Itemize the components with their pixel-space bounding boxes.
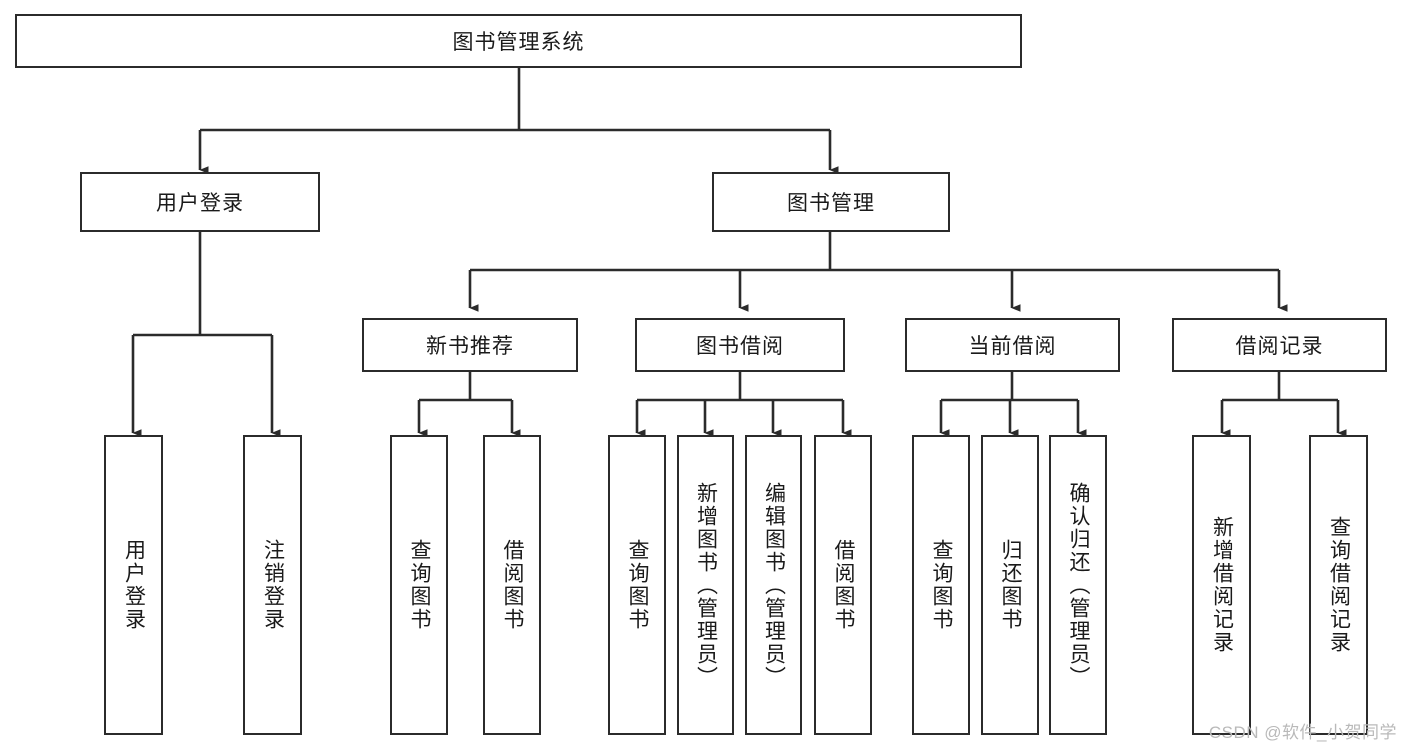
- node-borrow-record[interactable]: 借阅记录: [1172, 318, 1387, 372]
- node-leaf-query-book-1[interactable]: 查询图书: [390, 435, 448, 735]
- node-leaf-query-book-3[interactable]: 查询图书: [912, 435, 970, 735]
- node-book-borrow[interactable]: 图书借阅: [635, 318, 845, 372]
- node-leaf-return-book[interactable]: 归还图书: [981, 435, 1039, 735]
- node-new-book-recommend[interactable]: 新书推荐: [362, 318, 578, 372]
- node-current-borrow[interactable]: 当前借阅: [905, 318, 1120, 372]
- node-borrow-record-label: 借阅记录: [1235, 335, 1324, 358]
- node-root[interactable]: 图书管理系统: [15, 14, 1022, 68]
- node-root-label: 图书管理系统: [452, 31, 585, 54]
- node-leaf-confirm-return[interactable]: 确认归还（管理员）: [1049, 435, 1107, 735]
- node-leaf-query-record[interactable]: 查询借阅记录: [1309, 435, 1368, 735]
- node-user-login[interactable]: 用户登录: [80, 172, 320, 232]
- node-leaf-query-book-1-label: 查询图书: [408, 539, 432, 631]
- node-leaf-borrow-book-2-label: 借阅图书: [832, 539, 856, 631]
- node-leaf-borrow-book-1-label: 借阅图书: [501, 539, 525, 631]
- node-leaf-edit-book-label: 编辑图书（管理员）: [762, 481, 786, 689]
- node-leaf-logout-login-label: 注销登录: [261, 539, 285, 631]
- node-leaf-user-login-label: 用户登录: [122, 539, 146, 631]
- node-book-manage[interactable]: 图书管理: [712, 172, 950, 232]
- node-new-book-recommend-label: 新书推荐: [426, 335, 514, 358]
- node-leaf-user-login[interactable]: 用户登录: [104, 435, 163, 735]
- node-leaf-borrow-book-1[interactable]: 借阅图书: [483, 435, 541, 735]
- node-leaf-query-book-3-label: 查询图书: [930, 539, 954, 631]
- node-leaf-logout-login[interactable]: 注销登录: [243, 435, 302, 735]
- csdn-watermark: CSDN @软件_小贺同学: [1208, 723, 1397, 742]
- node-leaf-borrow-book-2[interactable]: 借阅图书: [814, 435, 872, 735]
- node-leaf-add-record-label: 新增借阅记录: [1210, 516, 1234, 654]
- node-leaf-return-book-label: 归还图书: [999, 539, 1023, 631]
- node-book-manage-label: 图书管理: [787, 192, 875, 215]
- node-book-borrow-label: 图书借阅: [696, 335, 784, 358]
- node-leaf-add-record[interactable]: 新增借阅记录: [1192, 435, 1251, 735]
- node-leaf-query-record-label: 查询借阅记录: [1327, 516, 1351, 654]
- node-leaf-query-book-2[interactable]: 查询图书: [608, 435, 666, 735]
- node-leaf-query-book-2-label: 查询图书: [626, 539, 650, 631]
- node-leaf-edit-book[interactable]: 编辑图书（管理员）: [745, 435, 802, 735]
- node-leaf-confirm-return-label: 确认归还（管理员）: [1067, 481, 1091, 689]
- node-current-borrow-label: 当前借阅: [968, 335, 1057, 358]
- node-leaf-add-book[interactable]: 新增图书（管理员）: [677, 435, 734, 735]
- node-leaf-add-book-label: 新增图书（管理员）: [694, 481, 718, 689]
- node-user-login-label: 用户登录: [156, 192, 244, 215]
